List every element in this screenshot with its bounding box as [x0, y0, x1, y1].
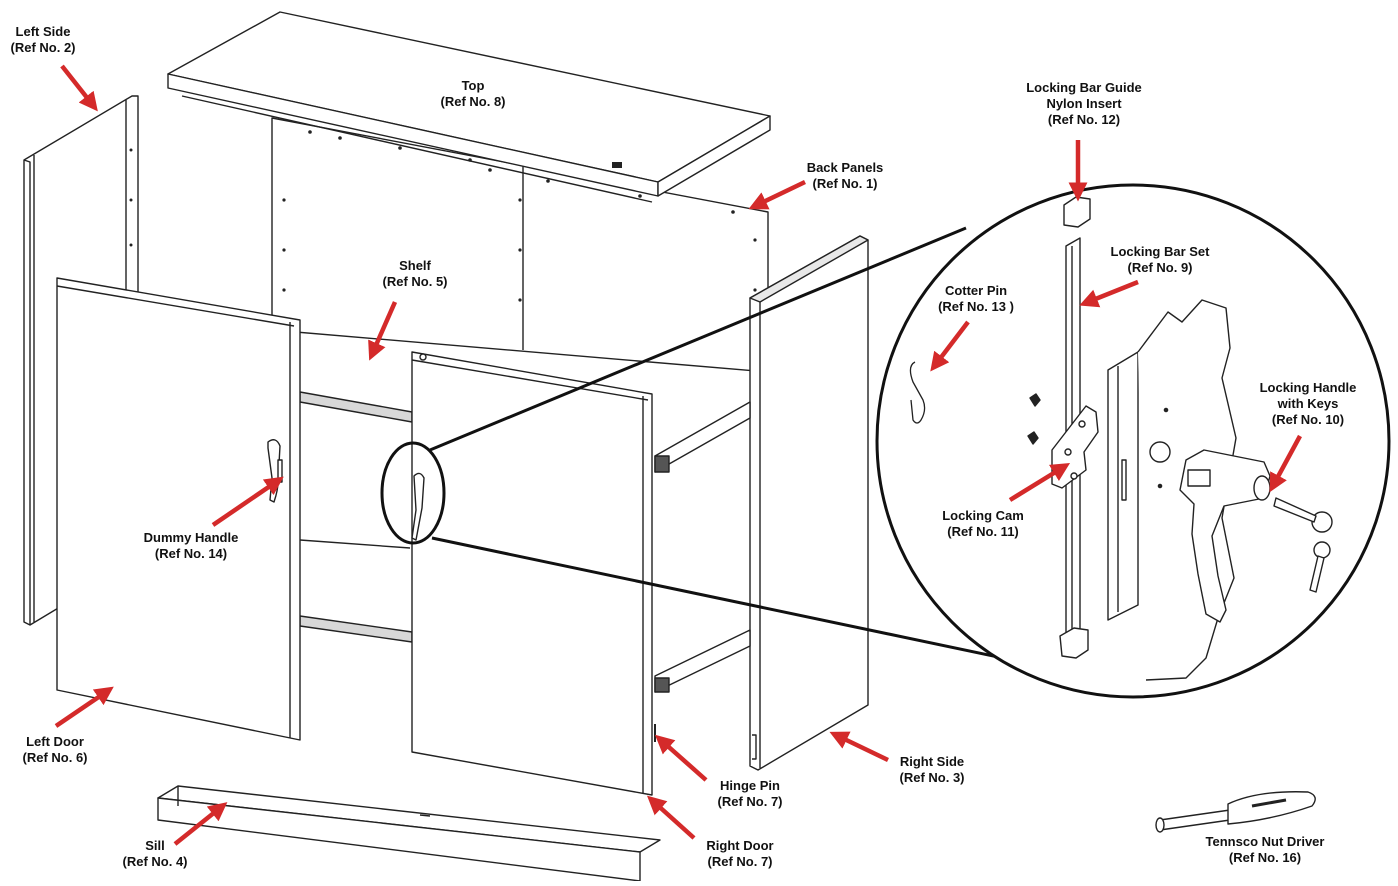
- handle-callout-circle: [380, 441, 446, 545]
- locking-cam-ref: (Ref No. 11): [947, 524, 1019, 539]
- label-shelf: Shelf (Ref No. 5): [360, 258, 470, 290]
- left-door: [56, 277, 301, 741]
- sill-ref: (Ref No. 4): [122, 854, 188, 869]
- shelf-ref: (Ref No. 5): [382, 274, 448, 289]
- sill: [157, 785, 661, 882]
- label-left-door: Left Door (Ref No. 6): [10, 734, 100, 766]
- label-nut-driver: Tennsco Nut Driver (Ref No. 16): [1190, 834, 1340, 866]
- arrow-dummy-handle: [211, 476, 284, 527]
- keys-part: [1273, 497, 1333, 593]
- arrow-cotter-pin: [930, 320, 970, 372]
- arrow-left-side: [60, 64, 98, 112]
- left-door-ref: (Ref No. 6): [22, 750, 88, 765]
- left-door-name: Left Door: [26, 734, 84, 749]
- label-left-side: Left Side (Ref No. 2): [4, 24, 82, 56]
- right-side-panel: [749, 235, 869, 771]
- arrow-back-panels: [748, 179, 806, 210]
- label-cotter-pin: Cotter Pin (Ref No. 13 ): [926, 283, 1026, 315]
- label-right-door: Right Door (Ref No. 7): [690, 838, 790, 870]
- callout-arrows: [54, 64, 1302, 846]
- left-side-ref: (Ref No. 2): [10, 40, 76, 55]
- nut-driver-name: Tennsco Nut Driver: [1205, 834, 1325, 849]
- label-right-side: Right Side (Ref No. 3): [882, 754, 982, 786]
- right-door-name: Right Door: [706, 838, 774, 853]
- label-locking-bar-guide: Locking Bar Guide Nylon Insert (Ref No. …: [1012, 80, 1156, 128]
- hinge-pin-name: Hinge Pin: [720, 778, 780, 793]
- label-back-panels: Back Panels (Ref No. 1): [790, 160, 900, 192]
- locking-bar-guide-name2: Nylon Insert: [1046, 96, 1122, 111]
- back-panels-ref: (Ref No. 1): [812, 176, 878, 191]
- shelf-name: Shelf: [399, 258, 431, 273]
- left-side-name: Left Side: [15, 24, 71, 39]
- sill-name: Sill: [145, 838, 165, 853]
- cotter-pin-ref: (Ref No. 13 ): [938, 299, 1014, 314]
- nut-driver-part: [1155, 791, 1316, 833]
- label-hinge-pin: Hinge Pin (Ref No. 7): [700, 778, 800, 810]
- locking-bar-guide-name: Locking Bar Guide: [1026, 80, 1142, 95]
- label-sill: Sill (Ref No. 4): [110, 838, 200, 870]
- label-top: Top (Ref No. 8): [418, 78, 528, 110]
- back-panels-name: Back Panels: [806, 160, 884, 175]
- right-door-ref: (Ref No. 7): [707, 854, 773, 869]
- arrow-right-side: [829, 731, 889, 763]
- top-name: Top: [461, 78, 485, 93]
- arrow-hinge-pin: [654, 734, 708, 782]
- nut-driver-ref: (Ref No. 16): [1228, 850, 1302, 865]
- right-door: [411, 351, 653, 796]
- interior-shelves: [299, 391, 751, 693]
- label-locking-handle: Locking Handle with Keys (Ref No. 10): [1248, 380, 1368, 428]
- locking-bar-set-ref: (Ref No. 9): [1127, 260, 1193, 275]
- right-side-ref: (Ref No. 3): [899, 770, 965, 785]
- locking-handle-name2: with Keys: [1277, 396, 1339, 411]
- locking-bar-guide-ref: (Ref No. 12): [1047, 112, 1121, 127]
- arrow-right-door: [646, 795, 696, 840]
- top-panel: [167, 11, 771, 203]
- arrow-left-door: [54, 686, 114, 728]
- right-side-name: Right Side: [899, 754, 965, 769]
- arrow-locking-handle: [1269, 434, 1302, 493]
- locking-cam-name: Locking Cam: [942, 508, 1024, 523]
- arrow-locking-cam: [1008, 463, 1071, 502]
- arrow-locking-bar-set: [1079, 279, 1139, 308]
- dummy-handle-name: Dummy Handle: [143, 530, 239, 545]
- locking-bar-set-name: Locking Bar Set: [1110, 244, 1210, 259]
- locking-handle-part: [1179, 449, 1271, 623]
- locking-handle-name: Locking Handle: [1259, 380, 1357, 395]
- hinge-pin-ref: (Ref No. 7): [717, 794, 783, 809]
- arrow-sill: [173, 802, 228, 846]
- locking-handle-ref: (Ref No. 10): [1271, 412, 1345, 427]
- arrow-shelf: [368, 301, 398, 361]
- cotter-pin-part: [909, 361, 926, 424]
- dummy-handle-ref: (Ref No. 14): [154, 546, 228, 561]
- callout-line-top: [429, 226, 967, 452]
- top-ref: (Ref No. 8): [440, 94, 506, 109]
- cotter-pin-name: Cotter Pin: [944, 283, 1008, 298]
- label-dummy-handle: Dummy Handle (Ref No. 14): [126, 530, 256, 562]
- label-locking-bar-set: Locking Bar Set (Ref No. 9): [1100, 244, 1220, 276]
- label-locking-cam: Locking Cam (Ref No. 11): [928, 508, 1038, 540]
